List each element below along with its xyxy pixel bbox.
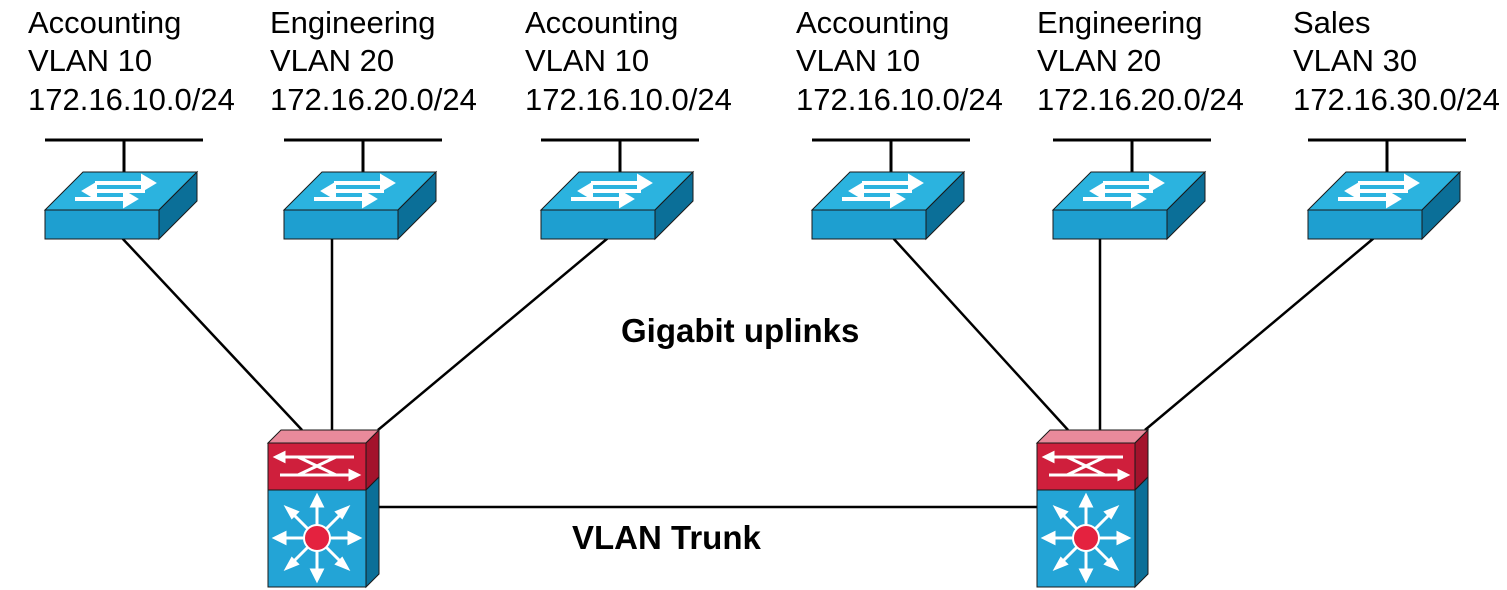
vlan-trunk-label: VLAN Trunk xyxy=(572,519,761,556)
segment-3-subnet: 172.16.10.0/24 xyxy=(525,82,732,117)
workgroup-switch-icon xyxy=(810,170,966,241)
segment-5-dept: Engineering xyxy=(1037,5,1202,40)
segment-1-subnet: 172.16.10.0/24 xyxy=(28,82,235,117)
workgroup-switch-icon xyxy=(539,170,695,241)
multilayer-switch-icon xyxy=(266,428,381,589)
segment-6-dept: Sales xyxy=(1293,5,1371,40)
uplink-line-6 xyxy=(1144,237,1375,431)
lan-segment-1 xyxy=(45,138,203,172)
segment-4-subnet: 172.16.10.0/24 xyxy=(796,82,1003,117)
segment-5-vlan: VLAN 20 xyxy=(1037,43,1161,78)
segment-6-subnet: 172.16.30.0/24 xyxy=(1293,82,1500,117)
segment-3-dept: Accounting xyxy=(525,5,678,40)
workgroup-switch-icon xyxy=(43,170,199,241)
multilayer-switch-icon xyxy=(1035,428,1150,589)
lan-segment-6 xyxy=(1308,138,1466,172)
uplink-line-3 xyxy=(377,237,609,431)
segment-2-dept: Engineering xyxy=(270,5,435,40)
workgroup-switch-icon xyxy=(282,170,438,241)
segment-labels: Accounting VLAN 10 172.16.10.0/24 Engine… xyxy=(28,5,1500,117)
uplink-lines xyxy=(121,237,1375,431)
lan-segments xyxy=(45,138,1466,172)
access-switches xyxy=(43,170,1462,241)
segment-2-vlan: VLAN 20 xyxy=(270,43,394,78)
segment-4-dept: Accounting xyxy=(796,5,949,40)
segment-4-vlan: VLAN 10 xyxy=(796,43,920,78)
segment-3-vlan: VLAN 10 xyxy=(525,43,649,78)
segment-1-dept: Accounting xyxy=(28,5,181,40)
uplink-line-4 xyxy=(892,237,1069,431)
workgroup-switch-icon xyxy=(1051,170,1207,241)
segment-6-vlan: VLAN 30 xyxy=(1293,43,1417,78)
lan-segment-4 xyxy=(812,138,970,172)
lan-segment-2 xyxy=(284,138,442,172)
distribution-switches xyxy=(266,428,1150,589)
lan-segment-5 xyxy=(1053,138,1211,172)
uplink-line-1 xyxy=(121,237,303,431)
segment-1-vlan: VLAN 10 xyxy=(28,43,152,78)
segment-2-subnet: 172.16.20.0/24 xyxy=(270,82,477,117)
segment-5-subnet: 172.16.20.0/24 xyxy=(1037,82,1244,117)
lan-segment-3 xyxy=(541,138,699,172)
workgroup-switch-icon xyxy=(1306,170,1462,241)
gigabit-uplinks-label: Gigabit uplinks xyxy=(621,312,859,349)
